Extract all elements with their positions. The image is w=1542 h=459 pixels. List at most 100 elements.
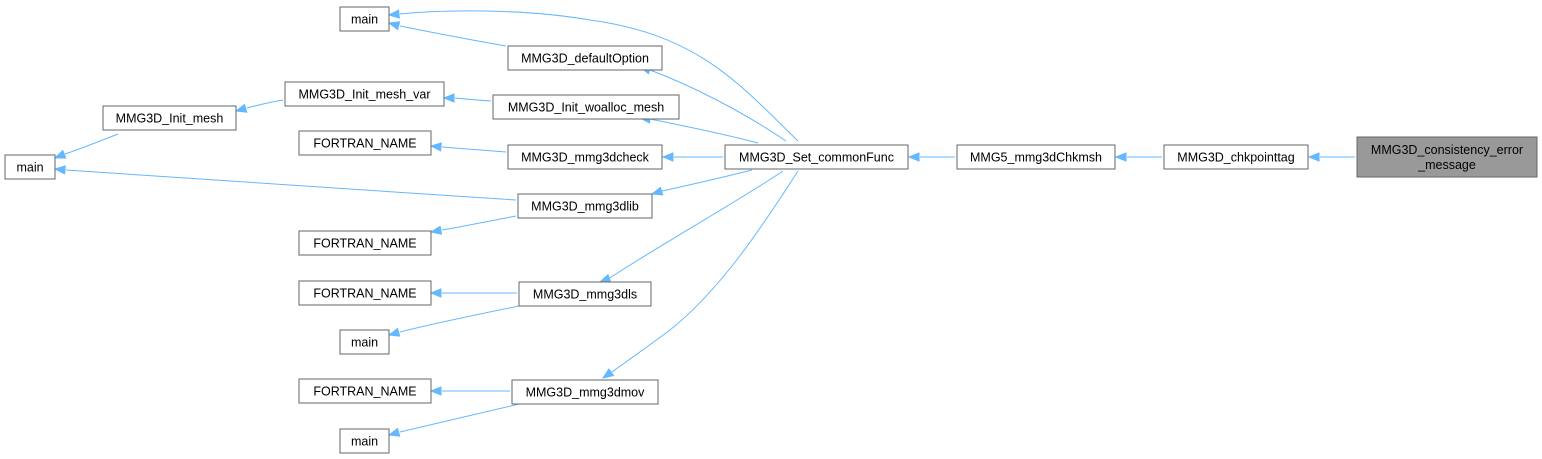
edge-line xyxy=(602,170,799,379)
edge-chkpointtag-to-chkmsh xyxy=(1114,152,1162,162)
edge-line xyxy=(649,118,759,144)
node-box[interactable] xyxy=(507,144,663,170)
edge-mmg3dmov-to-fortran4 xyxy=(429,386,510,396)
edge-line xyxy=(65,169,517,201)
node-label: MMG3D_mmg3dmov xyxy=(526,386,646,400)
edge-arrowhead xyxy=(234,103,248,113)
node-label: MMG3D_Set_commonFunc xyxy=(739,151,894,165)
edge-arrowhead xyxy=(907,152,920,162)
node-box[interactable] xyxy=(298,130,432,156)
node-box[interactable] xyxy=(284,81,445,107)
node-label: FORTRAN_NAME xyxy=(313,137,416,151)
edge-initMeshVar-to-initMesh xyxy=(234,99,284,113)
node-initWoalloc[interactable]: MMG3D_Init_woalloc_mesh xyxy=(492,94,680,120)
node-box[interactable] xyxy=(724,144,909,170)
edge-arrowhead xyxy=(1307,152,1320,162)
edge-initWoalloc-to-initMeshVar xyxy=(442,93,492,103)
node-fortran3[interactable]: FORTRAN_NAME xyxy=(298,280,432,306)
node-box[interactable] xyxy=(1356,136,1538,178)
node-box[interactable] xyxy=(956,144,1116,170)
edge-setcommon-to-mmg3dmov xyxy=(601,170,799,379)
node-box[interactable] xyxy=(102,105,237,131)
node-root[interactable]: MMG3D_consistency_error_message xyxy=(1356,136,1538,178)
node-chkpointtag[interactable]: MMG3D_chkpointtag xyxy=(1163,144,1309,170)
node-box[interactable] xyxy=(492,94,680,120)
edge-arrowhead xyxy=(598,273,612,283)
node-box[interactable] xyxy=(507,45,663,71)
node-label: MMG3D_mmg3dlib xyxy=(531,200,639,214)
node-fortran4[interactable]: FORTRAN_NAME xyxy=(298,378,432,404)
node-fortran2[interactable]: FORTRAN_NAME xyxy=(298,230,432,256)
edge-arrowhead xyxy=(429,386,442,396)
node-box[interactable] xyxy=(339,6,390,32)
edge-layer xyxy=(53,9,1355,437)
edge-arrowhead xyxy=(601,368,615,379)
edge-arrowhead xyxy=(429,142,442,152)
edge-setcommon-to-main1 xyxy=(387,9,799,142)
edge-mmg3dlib-to-mainLeft xyxy=(53,165,517,201)
node-box[interactable] xyxy=(518,281,652,307)
edge-arrowhead xyxy=(53,165,66,175)
node-label: main xyxy=(351,435,378,449)
node-label: MMG3D_Init_woalloc_mesh xyxy=(508,101,664,115)
edge-line xyxy=(607,170,784,280)
edge-setcommon-to-mmg3dls xyxy=(598,170,784,283)
edge-arrowhead xyxy=(429,225,443,235)
edge-line xyxy=(652,169,753,194)
node-label: _message xyxy=(1417,158,1476,172)
node-box[interactable] xyxy=(298,378,432,404)
node-initMeshVar[interactable]: MMG3D_Init_mesh_var xyxy=(284,81,445,107)
edge-line xyxy=(246,99,284,109)
node-mainLeft[interactable]: main xyxy=(4,154,56,180)
node-main2[interactable]: main xyxy=(339,329,390,355)
edge-chkmsh-to-setcommon xyxy=(907,152,955,162)
node-box[interactable] xyxy=(511,379,659,405)
edge-line xyxy=(64,133,119,155)
edge-initMesh-to-mainLeft xyxy=(53,133,119,159)
edge-arrowhead xyxy=(387,9,400,19)
node-box[interactable] xyxy=(298,280,432,306)
edge-setcommon-to-mmg3dcheck xyxy=(661,152,723,162)
edge-line xyxy=(454,97,492,102)
edge-arrowhead xyxy=(650,186,664,196)
node-label: MMG3D_mmg3dls xyxy=(533,288,637,302)
node-fortran1[interactable]: FORTRAN_NAME xyxy=(298,130,432,156)
node-label: MMG3D_consistency_error xyxy=(1371,143,1523,157)
node-label: MMG5_mmg3dChkmsh xyxy=(970,151,1102,165)
edge-line xyxy=(649,69,787,142)
node-label: MMG3D_Init_mesh_var xyxy=(299,88,431,102)
node-label: main xyxy=(16,161,43,175)
node-label: MMG3D_chkpointtag xyxy=(1177,151,1294,165)
node-initMesh[interactable]: MMG3D_Init_mesh xyxy=(102,105,237,131)
node-label: FORTRAN_NAME xyxy=(313,287,416,301)
node-mmg3dlib[interactable]: MMG3D_mmg3dlib xyxy=(517,193,653,219)
node-box[interactable] xyxy=(4,154,56,180)
node-mmg3dcheck[interactable]: MMG3D_mmg3dcheck xyxy=(507,144,663,170)
node-mmg3dls[interactable]: MMG3D_mmg3dls xyxy=(518,281,652,307)
node-box[interactable] xyxy=(298,230,432,256)
node-label: MMG3D_mmg3dcheck xyxy=(521,151,650,165)
node-setcommon[interactable]: MMG3D_Set_commonFunc xyxy=(724,144,909,170)
edge-line xyxy=(399,403,520,433)
node-mmg3dmov[interactable]: MMG3D_mmg3dmov xyxy=(511,379,659,405)
edge-line xyxy=(441,215,517,231)
node-box[interactable] xyxy=(517,193,653,219)
node-chkmsh[interactable]: MMG5_mmg3dChkmsh xyxy=(956,144,1116,170)
edge-arrowhead xyxy=(53,149,67,159)
edge-root-to-chkpointtag xyxy=(1307,152,1355,162)
edge-line xyxy=(399,10,799,142)
node-main3[interactable]: main xyxy=(339,428,390,454)
node-label: FORTRAN_NAME xyxy=(313,237,416,251)
node-label: main xyxy=(351,13,378,27)
edge-arrowhead xyxy=(661,152,674,162)
edge-mmg3dls-to-fortran3 xyxy=(429,288,517,298)
node-main1[interactable]: main xyxy=(339,6,390,32)
edge-arrowhead xyxy=(387,327,401,337)
edge-arrowhead xyxy=(387,427,401,437)
node-box[interactable] xyxy=(339,329,390,355)
edge-line xyxy=(399,305,520,333)
node-defaultOption[interactable]: MMG3D_defaultOption xyxy=(507,45,663,71)
node-box[interactable] xyxy=(1163,144,1309,170)
node-box[interactable] xyxy=(339,428,390,454)
